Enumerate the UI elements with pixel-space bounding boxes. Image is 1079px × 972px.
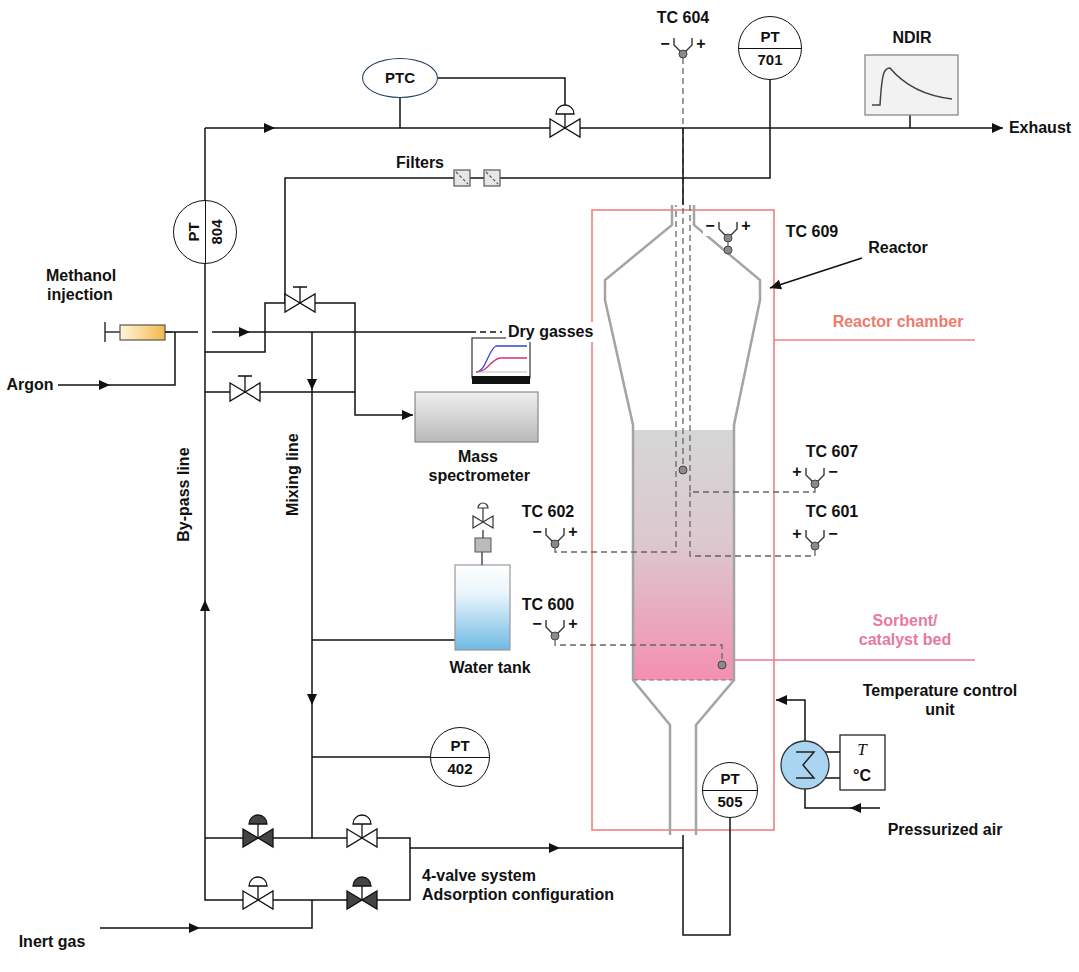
valve-actuator [353,877,371,886]
valve-handle [293,287,307,303]
annotation-label: Exhaust [1007,118,1073,137]
sensor-tip [679,466,687,474]
pressure-transmitter: PT 505 [702,762,758,818]
annotation-label: Reactor [866,238,930,257]
annotation-label: Filters [394,153,446,172]
polarity-sign: − [530,614,543,633]
valve-stem [361,886,362,900]
thermocouple-junction [724,234,732,242]
instrument-number: 402 [447,760,472,777]
valve-actuator [249,815,267,824]
instrument-number: 505 [717,793,742,810]
valve-handle [238,376,252,392]
annotation-label: Methanol injection [44,266,116,304]
annotation-label: By-pass line [173,446,192,544]
polarity-sign: − [703,216,716,235]
annotation-label: Reactor chamber [831,312,966,331]
polarity-sign: + [694,34,707,53]
annotation-label: Mixing line [282,432,301,519]
pressure-transmitter: PT804 [173,200,237,264]
sorbent-bed [633,430,734,680]
methanol-syringe [105,322,172,342]
polarity-sign: + [566,614,579,633]
thermocouple-junction [551,540,559,548]
flow-arrow [307,379,317,390]
valve-actuator [353,815,371,824]
instrument-tag: PTC [385,69,415,86]
thermocouple-junction [551,632,559,640]
annotation-label: Dry gasses [506,322,595,341]
sensor-tip [724,246,732,254]
instrument-number: 701 [757,51,782,68]
instrument-number: 804 [208,219,225,244]
flow-arrow [189,923,200,933]
thermocouple-tag: TC 601 [804,502,860,521]
instrument-tag: PT [185,201,205,263]
valve-actuator [556,105,574,114]
flow-arrow [992,123,1003,133]
polarity-sign: + [739,216,752,235]
annotation-label: °C [851,766,873,785]
annotation-label: Pressurized air [886,820,1005,839]
flow-arrow [402,410,413,420]
flow-arrow [264,123,275,133]
polarity-sign: − [658,34,671,53]
ndir-analyser [865,55,958,115]
mass-spectrometer-icon [415,338,538,442]
flow-arrow [200,600,210,611]
pressure-controller: PTC [362,58,438,98]
annotation-label: 4-valve system Adsorption configuration [420,866,616,904]
annotation-label: Temperature control unit [846,681,1034,719]
valve-stem [257,886,258,900]
thermocouple-tag: TC 604 [655,8,711,27]
annotation-label: T [855,740,868,760]
valve-actuator [249,877,267,886]
heat-exchanger [781,735,885,790]
polarity-sign: + [566,522,579,541]
annotation-label: Inert gas [17,932,88,951]
flow-arrow [549,843,560,853]
reactor-chamber [592,210,975,830]
pressure-transmitter: PT 701 [738,16,802,80]
thermocouple-tag: TC 600 [520,595,576,614]
valve-stem [564,114,565,128]
thermocouple-junction [679,50,687,58]
annotation-label: Mass spectrometer [427,447,530,485]
pressure-transmitter: PT 402 [430,727,490,787]
instrument-tag: PT [739,28,801,48]
polarity-sign: + [790,524,803,543]
thermocouple-wire [555,58,815,665]
annotation-label: Sorbent/ catalyst bed [857,611,954,649]
polarity-sign: − [530,522,543,541]
sensor-tip [718,661,726,669]
thermocouple-junction [811,542,819,550]
polarity-sign: + [790,462,803,481]
flow-arrow [307,694,317,705]
flow-arrow [99,380,110,390]
polarity-sign: − [826,524,839,543]
bed-leader [734,659,975,661]
flow-arrow [850,803,861,813]
instrument-tag: PT [431,737,489,757]
filter-symbol [454,170,500,186]
valve-stem [257,824,258,838]
thermocouple-tag: TC 609 [784,222,840,241]
instrument-tag: PT [703,770,757,790]
annotation-label: Argon [4,375,55,394]
thermocouple-junction [811,480,819,488]
process-piping [58,78,1003,935]
flow-arrow [768,280,782,293]
water-tank [455,503,510,650]
flow-arrow [776,695,787,705]
thermocouple-tag: TC 602 [520,502,576,521]
polarity-sign: − [826,462,839,481]
thermocouple-tag: TC 607 [804,442,860,461]
valve-stem [361,824,362,838]
annotation-label: NDIR [890,28,933,47]
annotation-label: Water tank [447,658,532,677]
flow-arrow [239,327,250,337]
